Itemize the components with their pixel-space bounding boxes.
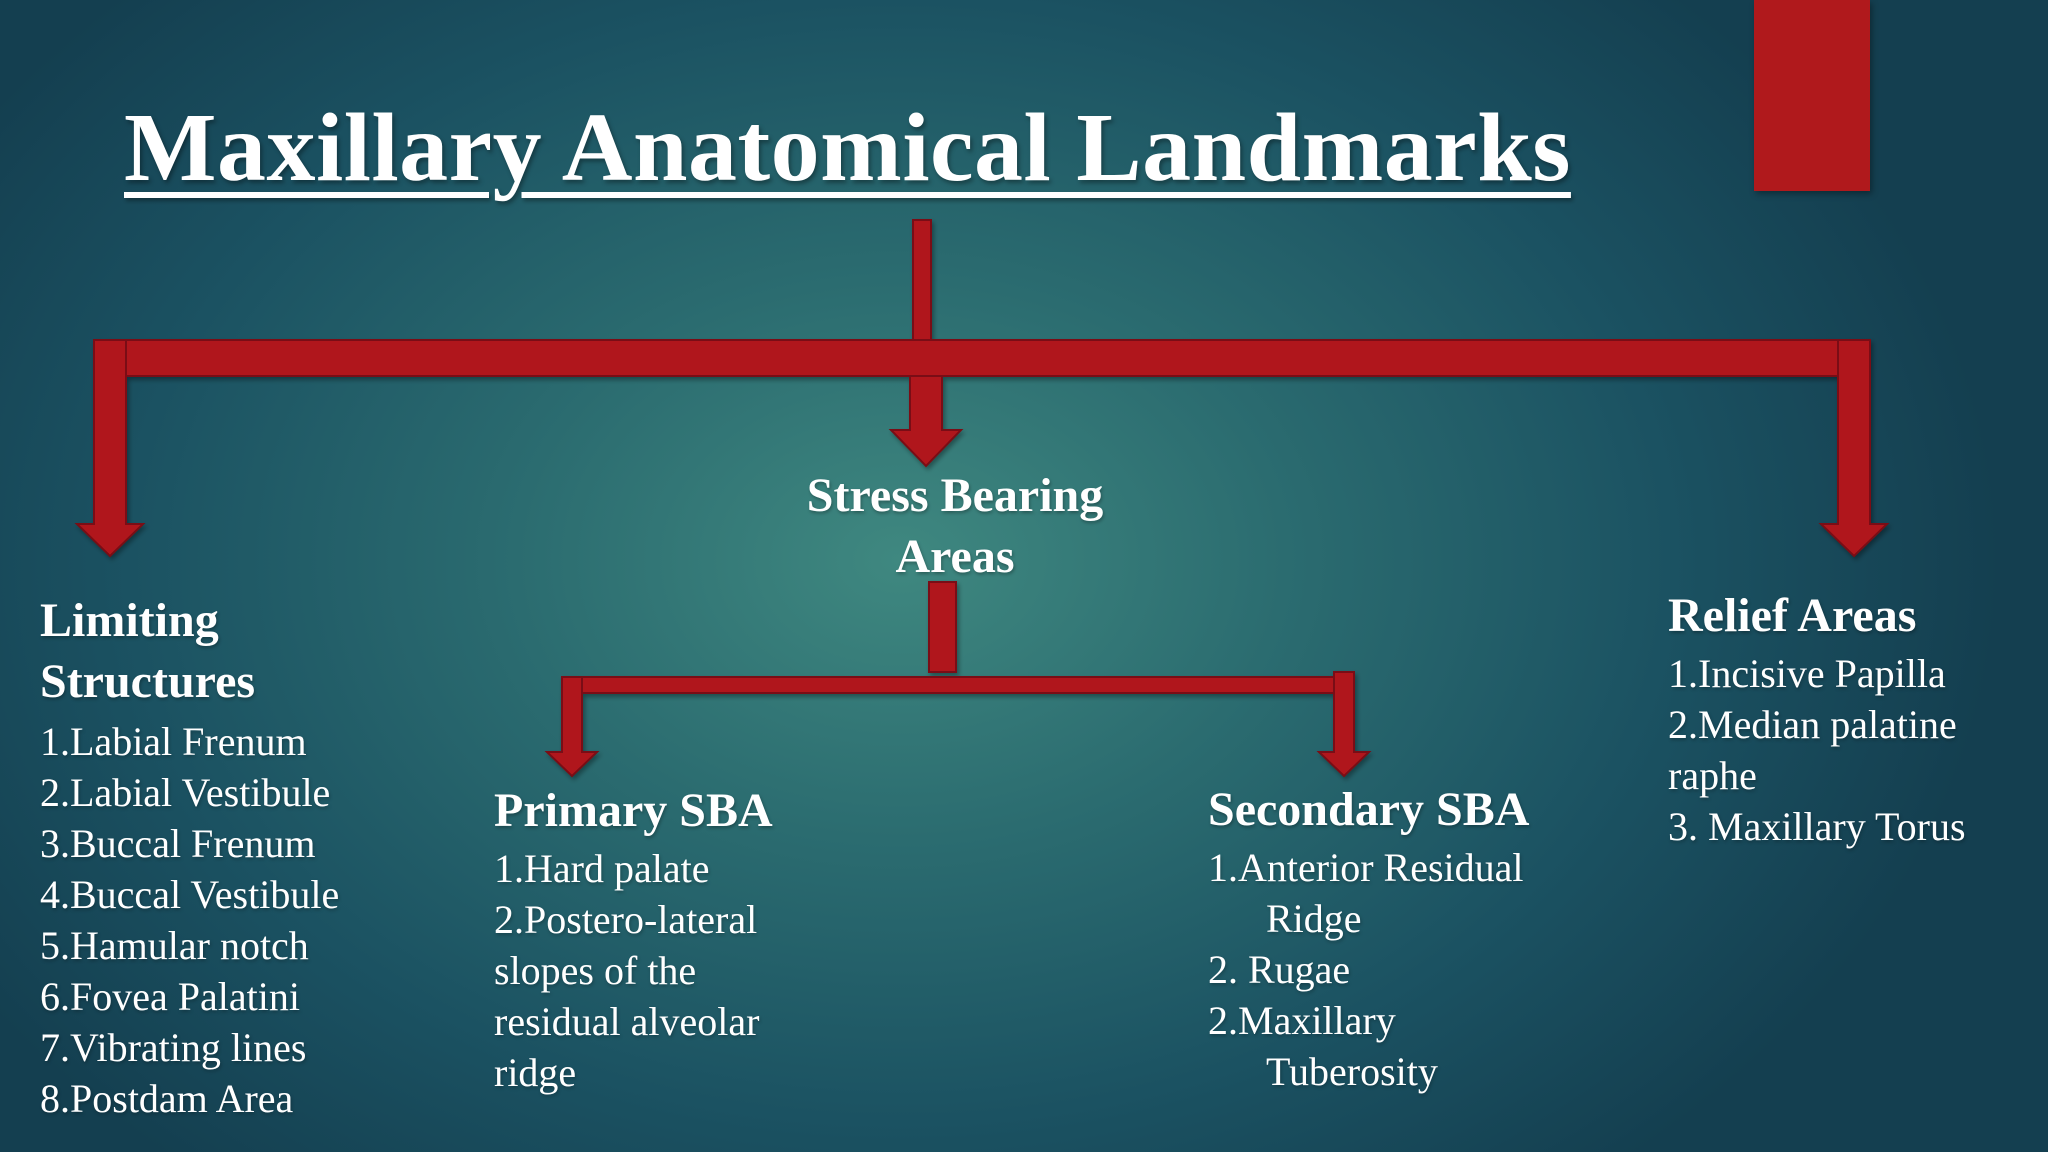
list-item: 7.Vibrating lines — [40, 1025, 307, 1070]
list-item: 8.Postdam Area — [40, 1076, 294, 1121]
main-horizontal-bar — [93, 339, 1871, 377]
list-item: slopes of the — [494, 948, 697, 993]
secondary-sba-heading: Secondary SBA — [1208, 783, 1530, 836]
arrow-stress — [888, 375, 964, 468]
corner-accent-bar — [1754, 0, 1870, 191]
arrow-secondary — [1316, 671, 1372, 778]
arrow-limiting — [74, 339, 146, 558]
list-item: ridge — [494, 1050, 577, 1095]
list-item: Tuberosity — [1266, 1049, 1438, 1094]
list-item: 4.Buccal Vestibule — [40, 872, 340, 917]
list-item: 5.Hamular notch — [40, 923, 309, 968]
secondary-sba-list: 1.Anterior Residual Ridge 2. Rugae 2.Max… — [1208, 842, 1628, 1097]
slide-title: Maxillary Anatomical Landmarks — [124, 94, 1571, 202]
relief-areas-section: Relief Areas 1.Incisive Papilla 2.Median… — [1668, 585, 2038, 852]
sub-horizontal-bar — [561, 676, 1355, 694]
list-item: 1.Hard palate — [494, 846, 710, 891]
list-item: 2.Postero-lateral — [494, 897, 758, 942]
list-item: raphe — [1668, 753, 1757, 798]
list-item: residual alveolar — [494, 999, 760, 1044]
primary-sba-heading: Primary SBA — [494, 784, 773, 837]
stress-heading-line1: Stress Bearing — [806, 469, 1104, 522]
list-item: 1.Anterior Residual — [1208, 845, 1524, 890]
list-item: 1.Incisive Papilla — [1668, 651, 1946, 696]
arrow-relief — [1818, 339, 1890, 558]
limiting-structures-list: 1.Labial Frenum 2.Labial Vestibule 3.Buc… — [40, 716, 470, 1124]
relief-areas-list: 1.Incisive Papilla 2.Median palatine rap… — [1668, 648, 2038, 852]
secondary-sba-section: Secondary SBA 1.Anterior Residual Ridge … — [1208, 779, 1628, 1097]
relief-areas-heading: Relief Areas — [1668, 589, 1917, 642]
arrow-primary — [544, 676, 600, 778]
limiting-structures-section: Limiting Structures 1.Labial Frenum 2.La… — [40, 590, 470, 1124]
list-item: 2.Labial Vestibule — [40, 770, 331, 815]
limiting-heading-line1: Limiting — [40, 594, 219, 647]
stress-stem — [928, 581, 957, 673]
list-item: 3.Buccal Frenum — [40, 821, 316, 866]
list-item: 1.Labial Frenum — [40, 719, 307, 764]
list-item: 2.Maxillary — [1208, 998, 1396, 1043]
stress-bearing-areas-heading: Stress Bearing Areas — [760, 465, 1150, 587]
list-item: 6.Fovea Palatini — [40, 974, 300, 1019]
list-item: 2.Median palatine — [1668, 702, 1957, 747]
limiting-structures-heading: Limiting Structures — [40, 590, 470, 712]
title-stem — [912, 219, 932, 343]
list-item: 3. Maxillary Torus — [1668, 804, 1966, 849]
limiting-heading-line2: Structures — [40, 655, 256, 708]
list-item: 2. Rugae — [1208, 947, 1351, 992]
list-item: Ridge — [1266, 896, 1362, 941]
primary-sba-list: 1.Hard palate 2.Postero-lateral slopes o… — [494, 843, 894, 1098]
stress-heading-line2: Areas — [895, 530, 1015, 583]
primary-sba-section: Primary SBA 1.Hard palate 2.Postero-late… — [494, 780, 894, 1098]
